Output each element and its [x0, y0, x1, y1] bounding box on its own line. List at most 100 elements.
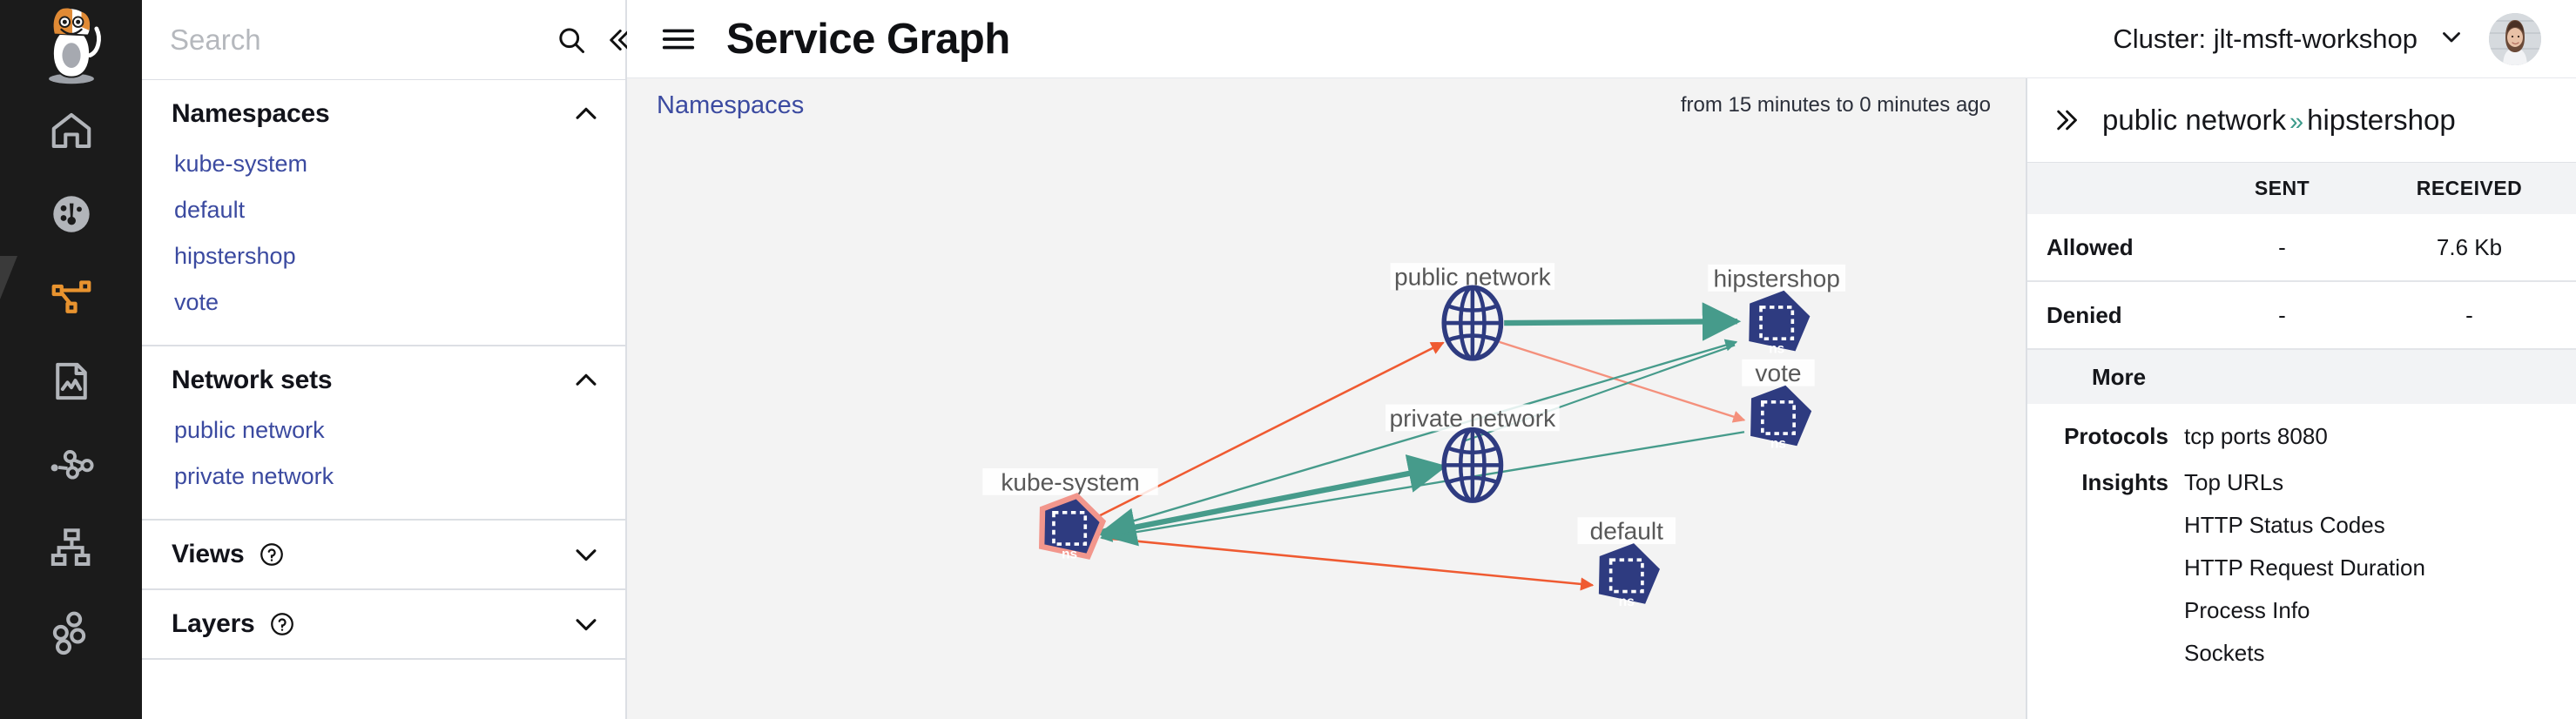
- service-graph-icon: [51, 280, 91, 313]
- edge-vote-kube-system[interactable]: [1100, 431, 1745, 542]
- graph-node-label-private-network: private network: [1390, 405, 1557, 432]
- nav-item-flow-logs[interactable]: [0, 339, 142, 423]
- chevrons-right-icon[interactable]: [2053, 105, 2083, 135]
- protocols-key: Protocols: [2064, 423, 2168, 449]
- graph-node-private-network[interactable]: private network: [1386, 404, 1560, 503]
- sidebar-item-private-network[interactable]: private network: [174, 463, 334, 489]
- sidebar-search-area: [142, 0, 631, 80]
- edge-public-network-vote[interactable]: [1499, 340, 1746, 423]
- search-row: [142, 0, 631, 80]
- section-body-network-sets: public network private network: [142, 407, 625, 519]
- graph-node-label-default: default: [1590, 518, 1664, 545]
- row-denied-received: -: [2465, 301, 2473, 328]
- section-title-network-sets: Network sets: [172, 366, 333, 394]
- graph-node-vote[interactable]: vote ns: [1742, 359, 1816, 452]
- breadcrumb[interactable]: Namespaces: [657, 91, 805, 119]
- nav-item-hierarchy[interactable]: [0, 507, 142, 590]
- section-body-namespaces: kube-system default hipstershop vote: [142, 141, 625, 345]
- section-header-network-sets[interactable]: Network sets: [142, 346, 625, 407]
- graph-node-sub-kube-system: ns: [1062, 547, 1077, 561]
- graph-toolbar: Namespaces from 15 minutes to 0 minutes …: [627, 78, 2026, 132]
- home-icon: [51, 112, 91, 149]
- page-title: Service Graph: [726, 15, 1010, 63]
- hamburger-icon[interactable]: [627, 19, 726, 59]
- insights-key: Insights: [2081, 469, 2168, 495]
- document-chart-icon: [55, 362, 87, 400]
- edge-kube-system-default[interactable]: [1102, 536, 1595, 591]
- rail-items: [0, 89, 142, 674]
- sidebar-item-vote[interactable]: vote: [174, 289, 219, 315]
- help-circle-icon[interactable]: [259, 541, 285, 568]
- graph-svg: public network: [982, 263, 1846, 609]
- graph-node-sub-vote: ns: [1770, 436, 1786, 451]
- chevron-down-icon[interactable]: [571, 609, 601, 639]
- insight-http-status-codes[interactable]: HTTP Status Codes: [2184, 512, 2385, 538]
- insight-sockets[interactable]: Sockets: [2184, 640, 2265, 666]
- sidebar-item-default[interactable]: default: [174, 197, 246, 223]
- sidebar-panel: Namespaces kube-system default hipstersh…: [142, 0, 631, 719]
- insight-http-request-duration[interactable]: HTTP Request Duration: [2184, 554, 2425, 581]
- sidebar-item-public-network[interactable]: public network: [174, 417, 325, 443]
- avatar[interactable]: [2489, 12, 2541, 65]
- section-header-namespaces[interactable]: Namespaces: [142, 80, 625, 141]
- sidebar-item-kube-system[interactable]: kube-system: [174, 151, 308, 177]
- sidebar-section-views: Views: [142, 521, 625, 590]
- sidebar-section-namespaces: Namespaces kube-system default hipstersh…: [142, 80, 625, 346]
- graph-node-label-kube-system: kube-system: [1001, 468, 1139, 495]
- service-graph-canvas[interactable]: public network: [627, 132, 2026, 719]
- node-graph-icon: [51, 450, 94, 480]
- graph-node-hipstershop[interactable]: hipstershop ns: [1708, 264, 1846, 357]
- sidebar-section-layers: Layers: [142, 590, 625, 660]
- table-row: Allowed - 7.6 Kb: [2027, 214, 2576, 282]
- chevron-down-icon[interactable]: [571, 540, 601, 569]
- graph-node-kube-system[interactable]: kube-system ns: [982, 467, 1158, 561]
- graph-node-default[interactable]: default ns: [1577, 517, 1676, 609]
- insight-top-urls[interactable]: Top URLs: [2184, 469, 2284, 495]
- cluster-selector[interactable]: Cluster: jlt-msft-workshop: [2113, 22, 2466, 56]
- section-title-layers: Layers: [172, 609, 255, 638]
- edge-public-network-hipstershop[interactable]: [1504, 302, 1742, 341]
- graph-node-label-vote: vote: [1755, 360, 1801, 386]
- graph-edges: [1097, 302, 1746, 591]
- nav-item-home[interactable]: [0, 89, 142, 172]
- nav-item-service-graph[interactable]: [0, 256, 142, 339]
- dashboard-gauge-icon: [52, 196, 90, 232]
- sidebar-item-hipstershop[interactable]: hipstershop: [174, 243, 296, 269]
- sidebar-filler: [142, 660, 625, 714]
- section-header-views[interactable]: Views: [142, 521, 625, 588]
- cluster-circles-icon: [52, 611, 85, 655]
- chevron-up-icon[interactable]: [571, 366, 601, 395]
- nav-item-network-topology[interactable]: [0, 423, 142, 507]
- chevron-up-icon[interactable]: [571, 99, 601, 129]
- details-header: public network » hipstershop: [2027, 78, 2576, 162]
- row-allowed-received: 7.6 Kb: [2436, 233, 2503, 260]
- section-header-layers[interactable]: Layers: [142, 590, 625, 658]
- search-icon[interactable]: [556, 24, 587, 56]
- collapse-sidebar-icon[interactable]: [603, 24, 634, 56]
- col-header-sent: SENT: [2254, 177, 2310, 199]
- org-chart-icon: [51, 528, 90, 567]
- chevron-down-icon[interactable]: [2437, 22, 2466, 56]
- help-circle-icon[interactable]: [269, 611, 295, 637]
- graph-node-public-network[interactable]: public network: [1390, 263, 1555, 361]
- time-range-label[interactable]: from 15 minutes to 0 minutes ago: [1680, 93, 1991, 117]
- content-area: Namespaces from 15 minutes to 0 minutes …: [627, 78, 2576, 719]
- row-label-allowed: Allowed: [2047, 233, 2134, 260]
- graph-nodes: public network: [982, 263, 1846, 609]
- col-header-received: RECEIVED: [2416, 177, 2523, 199]
- search-input[interactable]: [170, 24, 540, 57]
- edge-kube-system-hipstershop[interactable]: [1100, 339, 1738, 532]
- nav-item-clusters[interactable]: [0, 590, 142, 674]
- details-panel: public network » hipstershop SENT RECEIV…: [2026, 78, 2576, 719]
- top-bar: Service Graph Cluster: jlt-msft-workshop: [627, 0, 2576, 78]
- row-allowed-sent: -: [2278, 233, 2286, 260]
- calico-cat-logo[interactable]: [30, 5, 113, 89]
- more-section-header[interactable]: More: [2027, 350, 2576, 404]
- insight-process-info[interactable]: Process Info: [2184, 597, 2310, 623]
- nav-item-dashboard[interactable]: [0, 172, 142, 256]
- edge-kube-system-private-network[interactable]: [1097, 454, 1447, 547]
- graph-node-sub-default: ns: [1619, 595, 1635, 609]
- section-title-views: Views: [172, 540, 245, 568]
- graph-node-sub-hipstershop: ns: [1769, 342, 1784, 357]
